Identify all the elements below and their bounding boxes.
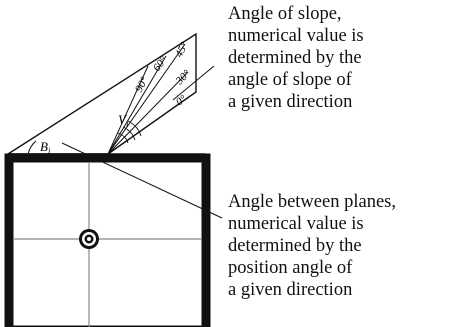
clinometer-lid-triangle: [5, 32, 197, 155]
callout-slope-line: determined by the: [228, 48, 362, 68]
leader-line-slope: [172, 65, 215, 101]
callout-slope-line: a given direction: [228, 92, 353, 112]
ray-45: [107, 43, 186, 155]
target-icon: [79, 229, 99, 249]
callout-planes-line: a given direction: [228, 280, 353, 300]
angle-b-arc: [27, 140, 37, 155]
ray-60: [107, 55, 167, 155]
callout-planes-line: determined by the: [228, 236, 362, 256]
callout-slope-line: numerical value is: [228, 26, 364, 46]
compass-box-frame: [4, 153, 211, 327]
ray-90: [107, 65, 149, 155]
callout-planes-line: position angle of: [228, 258, 353, 278]
callout-slope-line: Angle of slope,: [228, 4, 342, 24]
label-v-angle: Vi: [118, 112, 129, 129]
callout-angle-of-slope: Angle of slope, numerical value is deter…: [228, 3, 444, 113]
angle-v-arcs: [117, 120, 142, 144]
ray-0: [107, 95, 191, 155]
callout-planes-line: numerical value is: [228, 214, 364, 234]
callout-planes-line: Angle between planes,: [228, 192, 396, 212]
callout-angle-between-planes: Angle between planes, numerical value is…: [228, 191, 448, 301]
callout-slope-line: angle of slope of: [228, 70, 352, 90]
angle-scale-rays: [107, 43, 191, 155]
leader-line-planes: [61, 142, 223, 219]
label-b-angle: Bi: [40, 139, 51, 156]
ray-30: [107, 71, 189, 155]
